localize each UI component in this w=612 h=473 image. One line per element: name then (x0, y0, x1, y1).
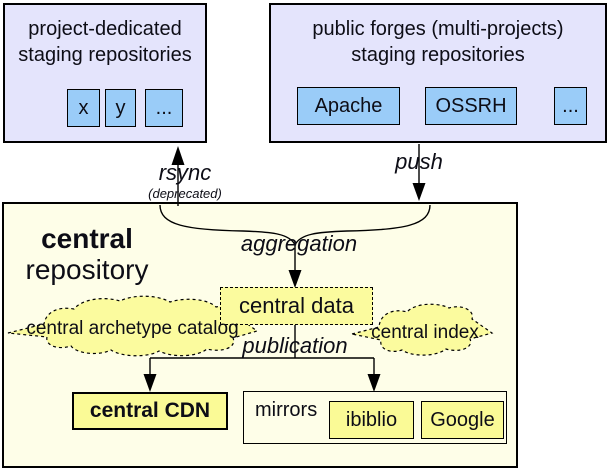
push-arrowhead-icon (412, 183, 426, 201)
mirrors-box: mirrors ibiblio Google (243, 391, 507, 444)
rsync-deprecated-note: (deprecated) (148, 186, 222, 201)
central-cdn-box: central CDN (72, 392, 228, 430)
public-forges-title: public forges (multi-projects) staging r… (271, 16, 605, 68)
repo-chip-ossrh: OSSRH (425, 87, 517, 125)
project-staging-title-line2: staging repositories (18, 44, 192, 66)
project-staging-box: project-dedicated staging repositories x… (3, 3, 207, 143)
project-staging-title-line1: project-dedicated (28, 18, 182, 40)
mirror-chip-google: Google (421, 401, 504, 439)
mirror-chip-ibiblio: ibiblio (329, 401, 414, 439)
project-staging-title: project-dedicated staging repositories (5, 16, 205, 68)
central-index-label: central index (371, 322, 479, 343)
repo-chip-ellipsis-left: ... (145, 89, 183, 127)
rsync-label: rsync (158, 160, 212, 185)
public-forges-title-line2: staging repositories (351, 44, 525, 66)
central-repository-title: central repository (12, 223, 162, 285)
repo-chip-apache: Apache (297, 87, 400, 125)
publication-label: publication (242, 333, 348, 358)
repo-chip-ellipsis-right: ... (554, 87, 587, 125)
push-label: push (395, 149, 443, 174)
central-repository-title-rest: repository (25, 254, 149, 285)
public-forges-box: public forges (multi-projects) staging r… (269, 3, 607, 143)
repo-chip-x: x (67, 89, 100, 127)
mirrors-label: mirrors (255, 399, 318, 421)
public-forges-title-line1: public forges (multi-projects) (312, 18, 564, 40)
central-repository-title-bold: central (41, 223, 133, 254)
repo-chip-y: y (105, 89, 136, 127)
central-data-box: central data (220, 287, 373, 325)
archetype-catalog-label: central archetype catalog (26, 318, 239, 339)
aggregation-label: aggregation (240, 231, 358, 256)
